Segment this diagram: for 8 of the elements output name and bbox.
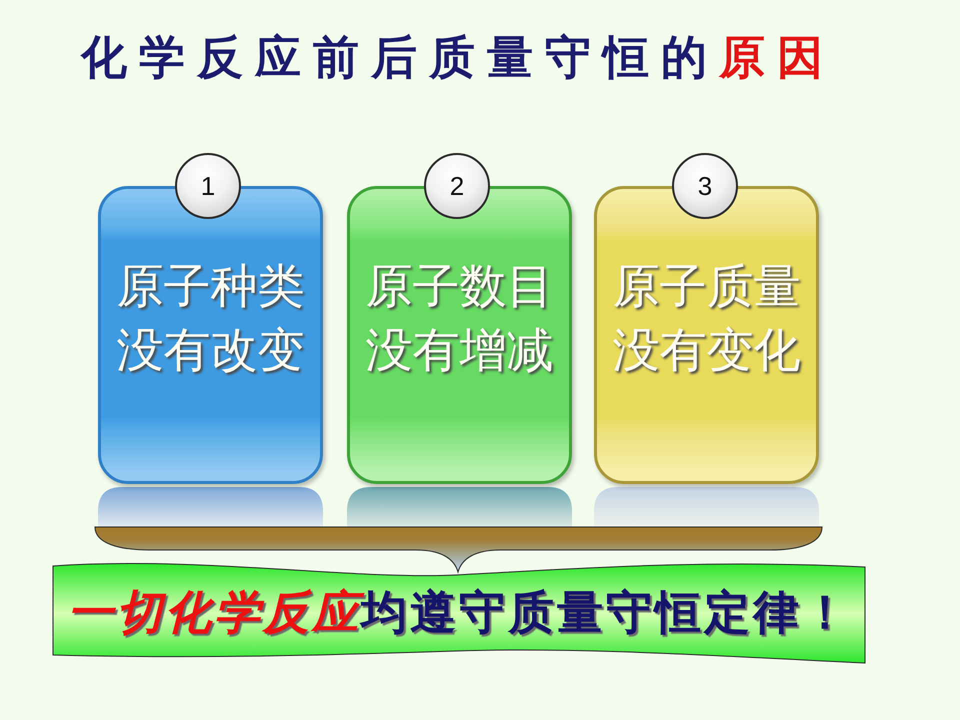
number-circle: 2 bbox=[424, 153, 490, 219]
card-text: 原子种类没有改变 bbox=[116, 258, 306, 380]
card-text: 原子质量没有变化 bbox=[612, 258, 802, 380]
card-text: 原子数目没有增减 bbox=[364, 258, 554, 380]
number-circle: 1 bbox=[175, 153, 241, 219]
number-circle: 3 bbox=[672, 153, 738, 219]
banner-text: 一切化学反应均遵守质量守恒定律！ bbox=[67, 584, 851, 641]
title: 化学反应前后质量守恒的原因 bbox=[81, 29, 835, 86]
